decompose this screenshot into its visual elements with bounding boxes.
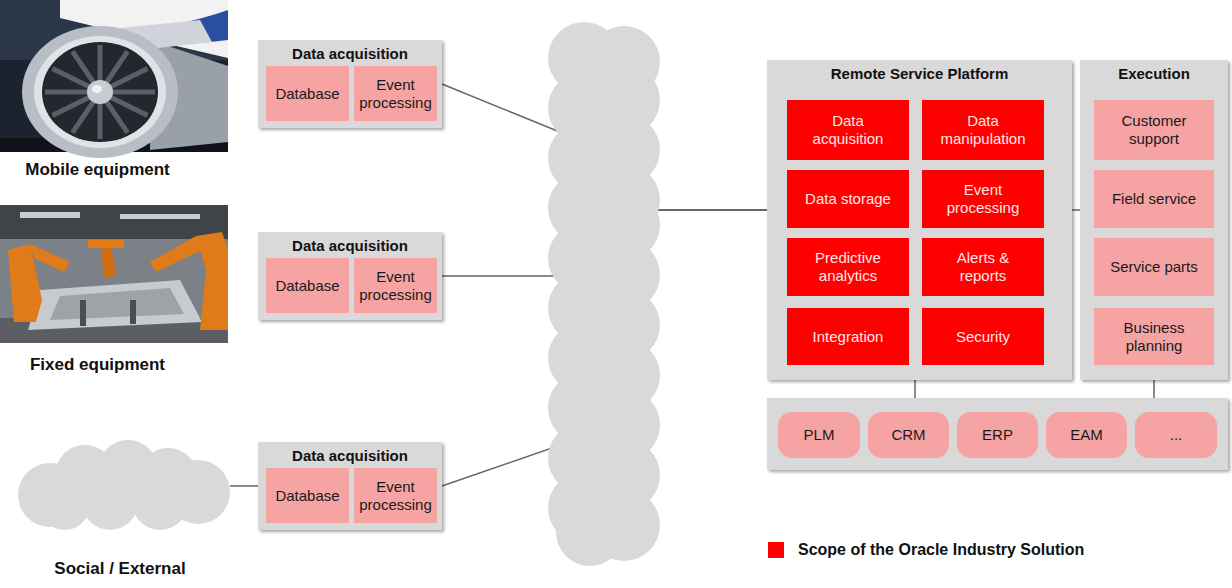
platform-function: Data storage	[787, 170, 909, 228]
box-label: Event processing	[936, 181, 1030, 217]
box-label: Integration	[813, 328, 884, 346]
factory-photo	[0, 205, 228, 343]
platform-function: Data manipulation	[922, 100, 1044, 160]
function-box: Event processing	[354, 258, 437, 313]
function-box: Customer support	[1094, 100, 1214, 160]
box-label: Predictive analytics	[801, 249, 895, 285]
connector-line	[442, 210, 767, 486]
box-label: ...	[1170, 426, 1183, 444]
group-title: Data acquisition	[258, 40, 442, 63]
platform-function: Event processing	[922, 170, 1044, 228]
box-label: Security	[956, 328, 1010, 346]
group-box: Data acquisitionDatabase Event processing	[258, 40, 442, 128]
group-box: ExecutionCustomer supportField serviceSe…	[1080, 60, 1228, 380]
connector-line	[230, 485, 258, 487]
equipment-photo: Fixed equipment	[0, 205, 228, 343]
group-title: Data acquisition	[258, 232, 442, 255]
external-cloud: Social / External	[10, 440, 230, 530]
box-label: Database	[275, 277, 339, 295]
legend: Scope of the Oracle Industry Solution	[768, 541, 1084, 559]
equipment-label: Mobile equipment	[0, 160, 195, 180]
group-box: Data acquisitionDatabase Event processing	[258, 232, 442, 320]
system-pill: PLM	[778, 412, 860, 458]
box-label: Business planning	[1108, 319, 1200, 355]
equipment-photo: Mobile equipment	[0, 0, 228, 152]
box-label: Data storage	[805, 190, 891, 208]
function-box: Database	[266, 468, 349, 523]
system-pill: ...	[1135, 412, 1217, 458]
function-box: Service parts	[1094, 238, 1214, 296]
system-pill: ERP	[957, 412, 1038, 458]
function-box: Database	[266, 258, 349, 313]
platform-function: Alerts & reports	[922, 238, 1044, 296]
function-box: Business planning	[1094, 308, 1214, 365]
system-pill: CRM	[868, 412, 949, 458]
box-label: Customer support	[1108, 112, 1200, 148]
systems-band: PLM CRM ERP EAM...	[767, 398, 1228, 470]
box-label: Event processing	[359, 76, 432, 112]
group-title: Execution	[1080, 60, 1228, 83]
box-label: PLM	[804, 426, 835, 444]
cloud-outline	[10, 440, 230, 530]
box-label: Data acquisition	[801, 112, 895, 148]
legend-swatch	[768, 542, 784, 558]
box-label: Event processing	[359, 268, 432, 304]
box-label: Database	[275, 487, 339, 505]
connector-line	[1153, 380, 1155, 398]
legend-row: Scope of the Oracle Industry Solution	[768, 541, 1084, 559]
equipment-label: Fixed equipment	[0, 355, 195, 375]
box-label: Data manipulation	[936, 112, 1030, 148]
box-label: Field service	[1112, 190, 1196, 208]
group-box: Remote Service PlatformData acquisitionD…	[767, 60, 1072, 380]
box-label: Alerts & reports	[936, 249, 1030, 285]
jet-engine-photo	[0, 0, 228, 158]
system-pill: EAM	[1046, 412, 1127, 458]
function-box: Event processing	[354, 66, 437, 121]
platform-function: Integration	[787, 308, 909, 365]
box-label: Database	[275, 85, 339, 103]
group-box: Data acquisitionDatabase Event processing	[258, 442, 442, 530]
group-title: Remote Service Platform	[767, 60, 1072, 83]
function-box: Event processing	[354, 468, 437, 523]
function-box: Database	[266, 66, 349, 121]
box-label: Service parts	[1110, 258, 1198, 276]
box-label: CRM	[891, 426, 925, 444]
equipment-label: Social / External	[10, 559, 230, 579]
group-title: Data acquisition	[258, 442, 442, 465]
connector-line	[914, 380, 916, 398]
connector-line	[1072, 209, 1080, 211]
legend-text: Scope of the Oracle Industry Solution	[798, 541, 1084, 559]
box-label: Event processing	[359, 478, 432, 514]
platform-function: Data acquisition	[787, 100, 909, 160]
platform-function: Security	[922, 308, 1044, 365]
function-box: Field service	[1094, 170, 1214, 228]
platform-function: Predictive analytics	[787, 238, 909, 296]
box-label: ERP	[982, 426, 1013, 444]
box-label: EAM	[1070, 426, 1103, 444]
